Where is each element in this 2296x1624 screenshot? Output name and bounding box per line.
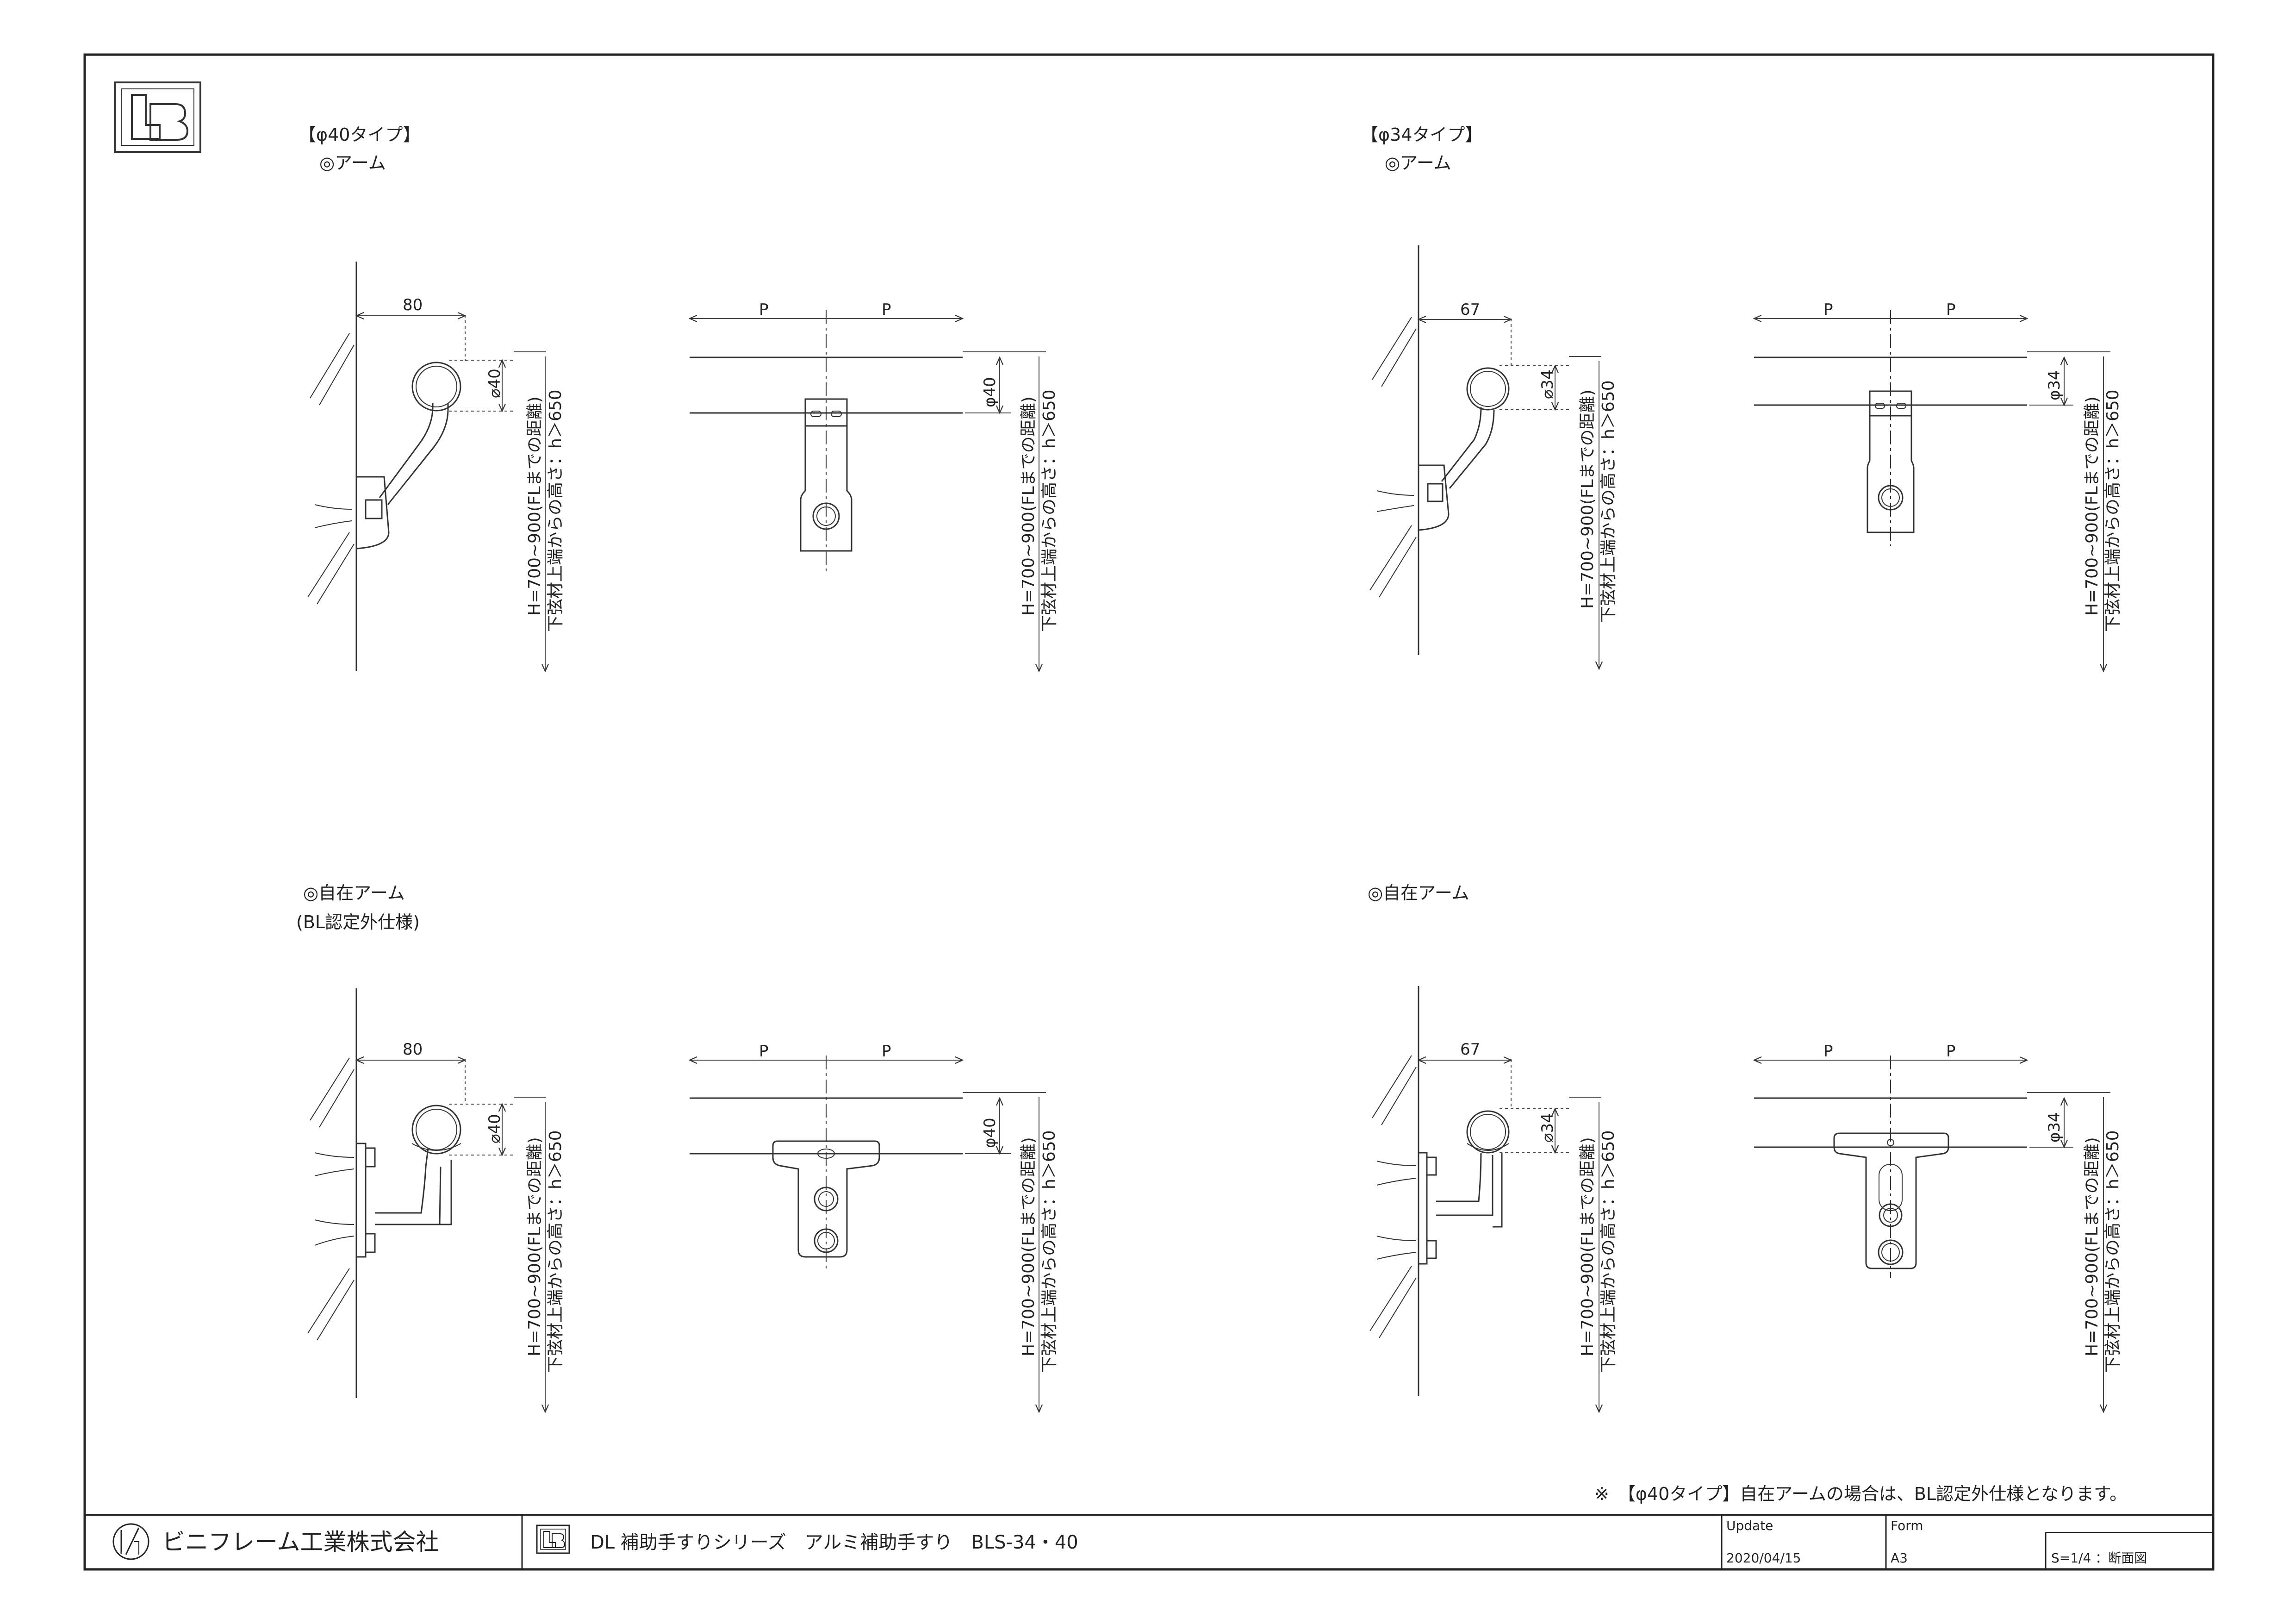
dim-height-line2: 下弦材上端からの高さ：h＞650 xyxy=(1040,389,1059,632)
dim-dia-40-side: ⌀40 xyxy=(485,1114,504,1143)
company-emblem xyxy=(112,1523,149,1560)
pitch-label-2a: P xyxy=(1823,300,1833,319)
side-dims-free-40 xyxy=(356,1059,546,1412)
dim-height-line1: H=700~900(FLまでの距離) xyxy=(1019,1137,1038,1356)
dim-dia-34-side: ⌀34 xyxy=(1538,1113,1557,1143)
pitch-label-3a: P xyxy=(759,1042,769,1061)
dim-height-line1: H=700~900(FLまでの距離) xyxy=(2083,1137,2102,1356)
front-view-free-arm-34 xyxy=(1754,1056,2027,1278)
dim-height-line2: 下弦材上端からの高さ：h＞650 xyxy=(1599,1130,1618,1373)
dim-height-line2: 下弦材上端からの高さ：h＞650 xyxy=(1599,380,1618,623)
front-dims-free-34 xyxy=(1754,1060,2110,1412)
lb-logo xyxy=(114,81,201,153)
dim-height-line1: H=700~900(FLまでの距離) xyxy=(2083,396,2102,616)
side-view-arm-40 xyxy=(307,262,461,671)
sheet-border xyxy=(83,53,2215,1571)
dim-dia-34-side: ⌀34 xyxy=(1538,369,1557,399)
side-dims-34 xyxy=(1419,319,1601,669)
dim-height-line1: H=700~900(FLまでの距離) xyxy=(525,1137,544,1356)
side-dims-40 xyxy=(356,315,546,671)
front-dims-free-40 xyxy=(690,1060,1046,1412)
pitch-label-2b: P xyxy=(1946,300,1956,319)
section-1-subtitle: ◎アーム xyxy=(319,153,386,173)
dim-height-line2: 下弦材上端からの高さ：h＞650 xyxy=(2103,1130,2122,1373)
section-3-subtitle: (BL認定外仕様) xyxy=(296,912,420,932)
dim-dia-34-front: φ34 xyxy=(2045,1112,2064,1143)
pitch-label-1a: P xyxy=(759,300,769,319)
title-block xyxy=(85,1514,2213,1569)
side-view-arm-34 xyxy=(1369,245,1510,655)
section-1-title: 【φ40タイプ】 xyxy=(299,125,420,145)
form-label: Form xyxy=(1891,1518,1923,1533)
dim-dia-34-front: φ34 xyxy=(2045,370,2064,400)
dim-dia-40-front: φ40 xyxy=(981,377,999,407)
update-label: Update xyxy=(1726,1518,1773,1533)
pitch-label-3b: P xyxy=(882,1042,891,1061)
form-value: A3 xyxy=(1891,1550,1908,1566)
side-dims-free-34 xyxy=(1419,1059,1601,1412)
dim-offset-67: 67 xyxy=(1460,300,1480,319)
dim-height-line1: H=700~900(FLまでの距離) xyxy=(1578,389,1597,609)
pitch-label-4a: P xyxy=(1823,1042,1833,1061)
pitch-label-1b: P xyxy=(882,300,891,319)
dim-dia-40-front: φ40 xyxy=(981,1118,999,1148)
product-title: DL 補助手すりシリーズ アルミ補助手すり BLS-34・40 xyxy=(590,1532,1078,1553)
dim-dia-40-side: ⌀40 xyxy=(485,369,504,398)
front-view-arm-40 xyxy=(690,310,963,574)
dim-height-line2: 下弦材上端からの高さ：h＞650 xyxy=(546,389,565,632)
dim-height-line2: 下弦材上端からの高さ：h＞650 xyxy=(1040,1130,1059,1373)
dim-offset-80: 80 xyxy=(403,296,423,314)
dim-height-line1: H=700~900(FLまでの距離) xyxy=(1019,396,1038,616)
dim-offset-80: 80 xyxy=(403,1040,423,1059)
title-lb-logo xyxy=(536,1524,570,1554)
footnote: ※ 【φ40タイプ】自在アームの場合は、BL認定外仕様となります。 xyxy=(1594,1484,2127,1504)
front-dims-40 xyxy=(690,319,1046,671)
section-2-subtitle: ◎アーム xyxy=(1385,153,1451,173)
side-view-free-arm-34 xyxy=(1369,986,1510,1396)
front-dims-34 xyxy=(1754,319,2110,671)
section-2-title: 【φ34タイプ】 xyxy=(1361,125,1482,145)
section-3-title: ◎自在アーム xyxy=(303,883,405,903)
dim-height-line1: H=700~900(FLまでの距離) xyxy=(525,396,544,616)
dim-height-line2: 下弦材上端からの高さ：h＞650 xyxy=(546,1130,565,1373)
company-name: ビニフレーム工業株式会社 xyxy=(162,1529,439,1555)
dim-offset-67: 67 xyxy=(1460,1040,1480,1059)
front-view-arm-34 xyxy=(1754,310,2027,546)
side-view-free-arm-40 xyxy=(307,988,461,1398)
dim-height-line1: H=700~900(FLまでの距離) xyxy=(1578,1137,1597,1356)
update-date: 2020/04/15 xyxy=(1726,1550,1801,1566)
scale-value: S=1/4 ：断面図 xyxy=(2051,1550,2147,1566)
front-view-free-arm-40 xyxy=(690,1056,963,1268)
pitch-label-4b: P xyxy=(1946,1042,1956,1061)
dim-height-line2: 下弦材上端からの高さ：h＞650 xyxy=(2103,389,2122,632)
section-4-title: ◎自在アーム xyxy=(1368,883,1469,903)
